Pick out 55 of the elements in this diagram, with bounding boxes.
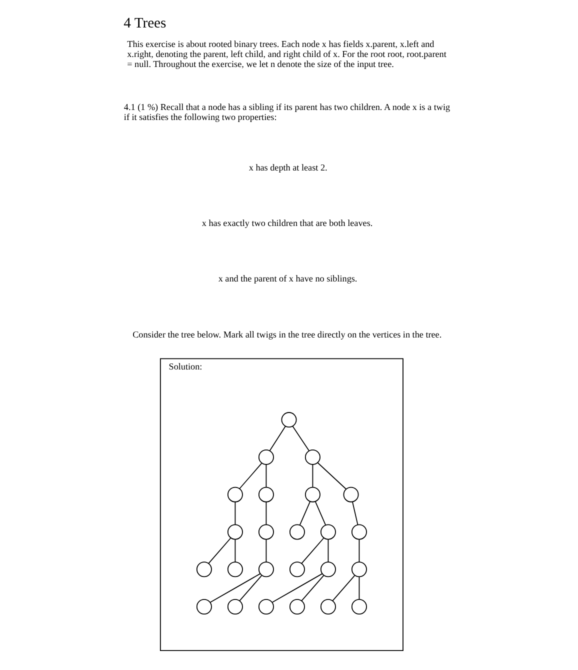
label: x has exactly two children that are both leaves. bbox=[202, 218, 373, 228]
node-circle bbox=[196, 599, 212, 614]
connector bbox=[332, 575, 356, 602]
node-circle bbox=[281, 412, 297, 428]
node-circle bbox=[227, 599, 243, 614]
node-circle bbox=[320, 524, 336, 540]
connector bbox=[234, 502, 236, 526]
label: x and the parent of x have no siblings. bbox=[218, 274, 358, 284]
connector bbox=[239, 462, 262, 490]
connector bbox=[266, 464, 267, 488]
connector bbox=[269, 426, 286, 452]
connector bbox=[266, 502, 267, 526]
diagram-title: 4 Trees bbox=[124, 16, 166, 32]
node-circle bbox=[289, 599, 305, 614]
cluster: Solution: bbox=[160, 358, 404, 651]
node-circle bbox=[227, 524, 243, 540]
connector bbox=[208, 538, 232, 564]
connector bbox=[358, 538, 360, 562]
node-circle bbox=[258, 562, 274, 578]
node-circle bbox=[258, 524, 274, 540]
node-circle bbox=[320, 562, 336, 578]
connector bbox=[272, 573, 323, 603]
connector bbox=[314, 501, 326, 526]
connector bbox=[301, 575, 324, 602]
label: Consider the tree below. Mark all twigs in the tree directly on the vertices in the tree. bbox=[132, 329, 442, 340]
connector bbox=[312, 464, 314, 488]
connector bbox=[239, 575, 262, 602]
node-circle bbox=[258, 449, 274, 465]
node-circle bbox=[351, 524, 367, 540]
label: 4.1 (1 %) Recall that a node has a sibling if its parent has two children. A node x is a twig if it satisfies the following two properties: bbox=[124, 102, 450, 122]
node-circle bbox=[351, 562, 367, 578]
node-circle bbox=[351, 599, 367, 614]
connector bbox=[210, 573, 261, 603]
node-circle bbox=[258, 486, 274, 502]
node-circle bbox=[304, 449, 320, 465]
label: This exercise is about rooted binary trees. Each node x has fields x.parent, x.left and x.right, denoting the parent, left child, and right child of x. For the root root, root.parent = null. Throughout the exercise, we let n denote the size of the input tree. bbox=[127, 38, 446, 69]
connector bbox=[299, 501, 310, 526]
connector bbox=[358, 576, 360, 600]
node-circle bbox=[289, 562, 305, 578]
node-circle bbox=[227, 562, 243, 578]
connector bbox=[328, 538, 329, 562]
node-circle bbox=[289, 524, 305, 540]
label: x has depth at least 2. bbox=[248, 162, 328, 172]
node-circle bbox=[196, 562, 212, 578]
node-circle bbox=[320, 599, 336, 614]
connector bbox=[352, 502, 358, 526]
node-circle bbox=[227, 486, 243, 502]
node-circle bbox=[343, 486, 359, 502]
connector bbox=[292, 426, 310, 452]
node-circle bbox=[304, 486, 320, 502]
connector bbox=[301, 538, 324, 564]
node-circle bbox=[258, 599, 274, 614]
connector bbox=[317, 462, 347, 490]
connector bbox=[266, 538, 267, 562]
connector bbox=[234, 538, 236, 562]
